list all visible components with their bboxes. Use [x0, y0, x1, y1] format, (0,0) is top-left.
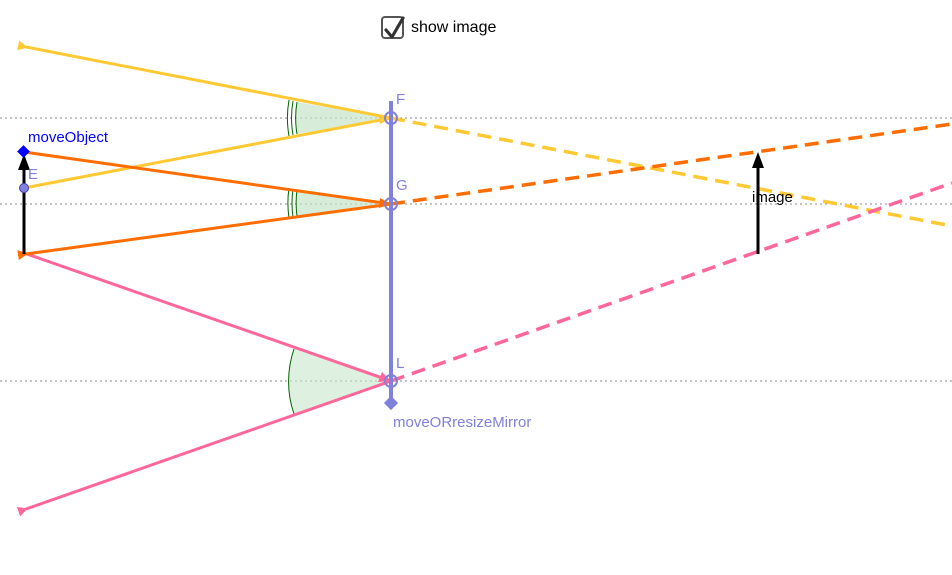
label-point-f: F: [396, 91, 405, 108]
point-e[interactable]: [19, 183, 29, 193]
incident-ray-pink: [23, 251, 392, 383]
reflected-ray-orange: [17, 202, 392, 261]
show-image-checkbox[interactable]: show image: [381, 16, 496, 39]
virtual-ray-orange: [390, 122, 952, 206]
incident-ray-orange: [23, 150, 392, 206]
object-arrowhead: [18, 154, 30, 170]
point-f[interactable]: [384, 111, 398, 125]
virtual-ray-pink: [390, 181, 952, 383]
angle-marker-f: [286, 99, 391, 137]
angle-marker-l: [288, 348, 391, 415]
label-mirror-handle: moveORresizeMirror: [393, 414, 531, 431]
point-l[interactable]: [384, 374, 398, 388]
label-point-g: G: [396, 177, 408, 194]
checkbox-box[interactable]: [381, 16, 405, 39]
virtual-ray-yellow: [390, 116, 952, 228]
label-point-e: E: [28, 166, 38, 183]
mirror-resize-handle[interactable]: [383, 395, 399, 411]
checkmark-icon: [384, 16, 405, 39]
move-object-handle[interactable]: [17, 145, 30, 158]
arrowhead-incident-pink: [378, 372, 391, 382]
label-image: image: [752, 189, 793, 206]
point-g[interactable]: [384, 197, 398, 211]
reflected-ray-yellow: [17, 40, 392, 120]
image-arrowhead: [752, 152, 764, 168]
reflected-ray-pink: [16, 379, 392, 517]
show-image-label: show image: [411, 18, 497, 36]
label-point-l: L: [396, 355, 404, 372]
label-move-object: moveObject: [28, 129, 109, 146]
incident-ray-yellow: [23, 116, 392, 190]
